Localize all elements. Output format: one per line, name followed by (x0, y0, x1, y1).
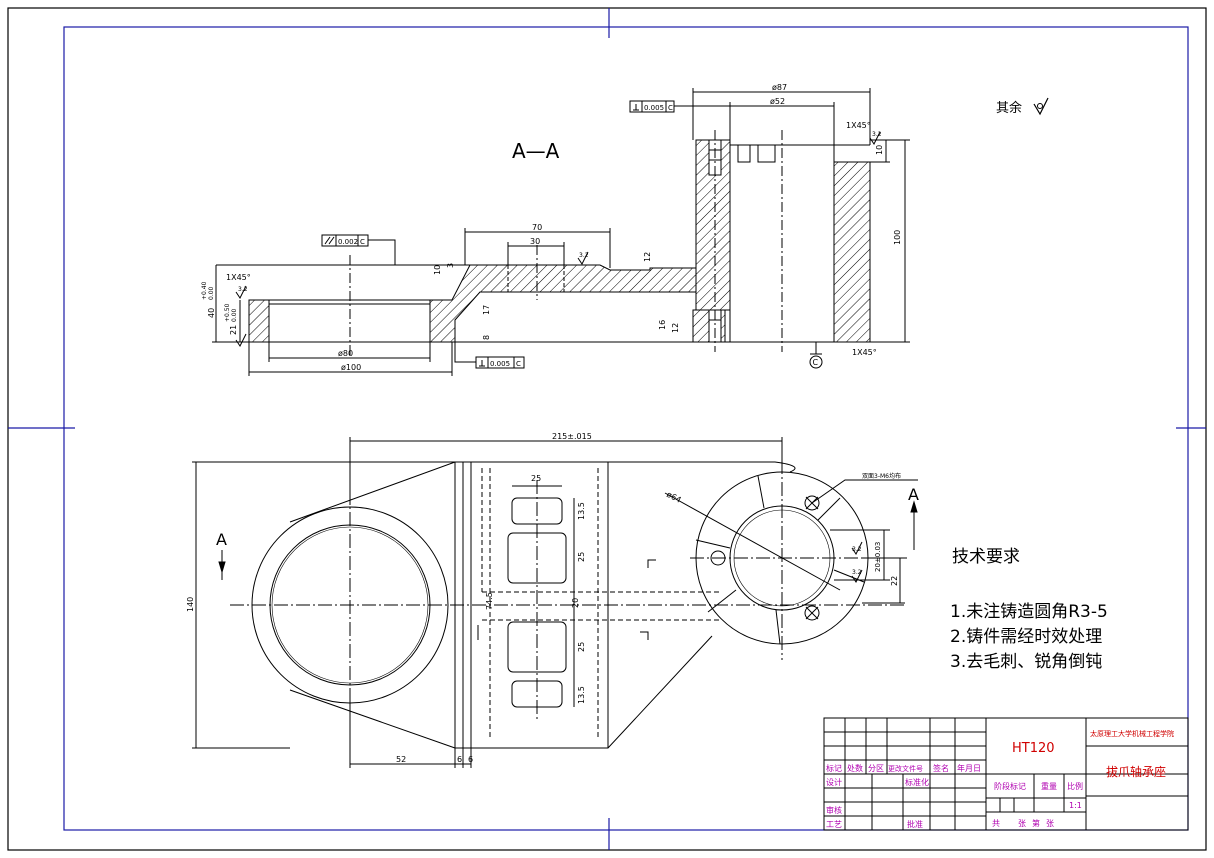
tb-zone: 分区 (868, 764, 884, 773)
view-a-right: A (908, 485, 919, 504)
tb-std: 标准化 (905, 777, 929, 787)
tb-review: 审核 (826, 805, 842, 815)
dim-len215: 215±.015 (552, 432, 592, 441)
holes-note: 双面3-M6均布 (862, 472, 901, 480)
svg-text:C: C (813, 358, 819, 367)
dim-h40-tol-up: +0.40 (201, 281, 208, 300)
dim-h13-5a: 13.5 (577, 502, 586, 520)
svg-text:3.2: 3.2 (238, 286, 248, 293)
surface-finish-rest: 其余 (996, 97, 1049, 116)
tech-item-3: 3.去毛刺、锐角倒钝 (950, 652, 1102, 672)
datum-c-symbol: C (809, 342, 823, 369)
tb-design: 设计 (826, 777, 842, 787)
svg-text:3.2: 3.2 (852, 569, 862, 576)
tb-mark: 标记 (826, 763, 842, 773)
dim-w25: 25 (531, 474, 541, 483)
tb-doc: 更改文件号 (888, 764, 923, 773)
dim-h8: 8 (482, 335, 491, 340)
dim-h40-tol-lo: 0.00 (208, 286, 215, 300)
tb-count: 处数 (847, 763, 863, 773)
svg-text:0.005: 0.005 (490, 360, 510, 368)
svg-text:其余: 其余 (996, 100, 1022, 116)
chamfer-left: 1X45° (226, 273, 251, 282)
dim-d87: ø87 (772, 83, 787, 92)
m6-hole-3 (804, 605, 820, 621)
dim-h20-03: 20±0.03 (874, 542, 882, 572)
dim-w52: 52 (396, 755, 406, 764)
dim-h12b: 12 (671, 323, 680, 333)
tech-item-2: 2.铸件需经时效处理 (950, 627, 1102, 647)
dim-w6b: 6 (468, 755, 473, 764)
dim-d80: ø80 (338, 349, 353, 358)
tb-sheets-2: 张 (1046, 819, 1054, 828)
tb-date: 年月日 (957, 763, 981, 773)
tb-sign: 签名 (933, 763, 949, 773)
section-view-aa: A—A (201, 83, 910, 376)
dim-h25b: 25 (577, 642, 586, 652)
dim-d52: ø52 (770, 97, 785, 106)
dim-h21: 21 (229, 325, 238, 335)
svg-text:3.2: 3.2 (579, 252, 589, 259)
tb-part-name: 拔爪轴承座 (1106, 764, 1166, 779)
dim-h100: 100 (893, 230, 902, 245)
dim-d100: ø100 (341, 363, 361, 372)
dim-h21-tol-lo: 0.00 (231, 308, 238, 322)
dim-h40: 40 (207, 308, 216, 318)
tb-stage: 阶段标记 (994, 781, 1026, 791)
dim-t12: 12 (643, 252, 652, 262)
tb-total: 共 (992, 819, 1000, 828)
tb-process: 工艺 (826, 820, 842, 829)
tb-weight: 重量 (1041, 781, 1057, 791)
title-block: 标记 处数 分区 更改文件号 签名 年月日 设计 标准化 审核 工艺 批准 阶段… (823, 717, 1189, 831)
dim-w30: 30 (530, 237, 540, 246)
tb-scale: 比例 (1067, 781, 1083, 791)
dim-w70: 70 (532, 223, 542, 232)
tb-sheets-1: 张 (1018, 819, 1026, 828)
technical-requirements: 技术要求 1.未注铸造圆角R3-5 2.铸件需经时效处理 3.去毛刺、锐角倒钝 (950, 547, 1108, 672)
dim-h21-tol-up: +0.50 (224, 303, 231, 322)
roughness-marks: 3.2 3.2 3.2 (235, 131, 882, 347)
svg-text:3.2: 3.2 (852, 546, 862, 553)
tb-school: 太原理工大学机械工程学院 (1090, 729, 1174, 738)
tech-item-1: 1.未注铸造圆角R3-5 (950, 602, 1108, 622)
svg-text:C: C (516, 360, 521, 368)
plan-view: A A 215±.015 140 52 6 6 25 13.5 25 25 13… (186, 432, 919, 768)
svg-text:0.005: 0.005 (644, 104, 664, 112)
view-a-left: A (216, 530, 227, 549)
tol-frame-parallel: 0.002 C (321, 234, 396, 265)
dim-h25a: 25 (577, 552, 586, 562)
dim-h140: 140 (186, 597, 195, 612)
m6-hole-1 (804, 495, 820, 511)
tol-frame-perp-top: 0.005 C (629, 100, 730, 113)
sheet-border (7, 7, 1207, 851)
chamfer-bottom: 1X45° (852, 348, 877, 357)
dim-t10: 10 (433, 265, 442, 275)
svg-text:C: C (668, 104, 673, 112)
chamfer-top: 1X45° (846, 121, 871, 130)
tb-no: 第 (1032, 818, 1040, 828)
tech-title: 技术要求 (952, 547, 1020, 567)
dim-h22: 22 (890, 576, 899, 586)
dim-h74-5: 74.5 (485, 592, 494, 610)
dim-h20: 20 (571, 598, 580, 608)
tb-material: HT120 (1012, 741, 1055, 756)
svg-text:3.2: 3.2 (872, 131, 882, 138)
svg-text:C: C (360, 238, 365, 246)
dim-h13-5b: 13.5 (577, 686, 586, 704)
dim-w6a: 6 (457, 755, 462, 764)
dim-h10: 10 (875, 145, 884, 155)
dim-d64: ø64 (665, 490, 683, 505)
dim-t3: 3 (446, 263, 455, 268)
tol-frame-perp-bottom: 0.005 C (454, 342, 525, 369)
svg-text:0.002: 0.002 (338, 238, 358, 246)
tb-scale-value: 1:1 (1069, 801, 1082, 810)
tb-approve: 批准 (907, 819, 923, 829)
section-label: A—A (512, 139, 560, 163)
dim-h17: 17 (482, 305, 491, 315)
dim-h16: 16 (658, 320, 667, 330)
